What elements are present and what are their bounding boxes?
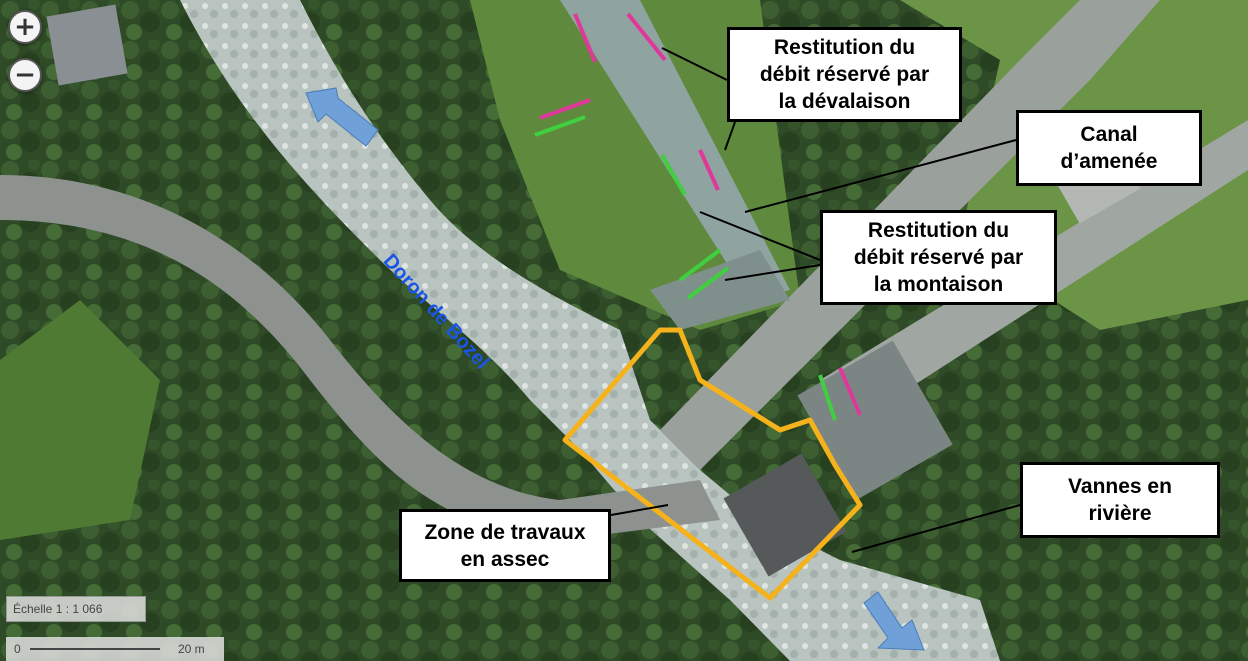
fish-arrow-green (686, 266, 730, 300)
scale-ratio: Échelle 1 : 1 066 (6, 596, 146, 622)
fish-arrow-pink (626, 12, 667, 62)
callout-line: en assec (460, 547, 550, 571)
callout-devalaison: Restitution du débit réservé par la déva… (727, 27, 962, 122)
scale-bar-end: 20 m (178, 642, 205, 656)
dam-structure (723, 453, 847, 577)
scale-bar: 0 20 m (6, 637, 224, 661)
fish-arrow-green (818, 374, 837, 421)
fish-arrow-green (660, 154, 687, 196)
callout-line: Zone de travaux (424, 520, 586, 544)
callout-line: d’amenée (1060, 150, 1158, 173)
leader-line-travaux (610, 504, 669, 516)
zoom-in-button[interactable]: + (8, 10, 42, 44)
callout-line: Vannes en (1068, 475, 1172, 498)
callout-canal: Canal d’amenée (1016, 110, 1202, 186)
fish-pass-structure (650, 250, 790, 330)
grass-area-west (0, 300, 160, 540)
fish-arrow-pink (573, 13, 597, 63)
callout-line: la montaison (873, 273, 1004, 296)
fish-arrow-pink (838, 367, 862, 416)
gates-structure (797, 340, 953, 500)
leader-line-montaison (699, 211, 821, 261)
callout-line: débit réservé par (759, 63, 930, 86)
callout-vannes: Vannes en rivière (1020, 462, 1220, 538)
zoom-out-button[interactable]: − (8, 58, 42, 92)
callout-zone-travaux: Zone de travaux en assec (399, 509, 611, 582)
fish-arrow-green (534, 115, 586, 137)
callout-line: Restitution du (773, 36, 916, 59)
scale-bar-line (30, 648, 160, 650)
callout-line: débit réservé par (853, 246, 1024, 269)
flow-arrow-upstream (863, 591, 925, 651)
leader-line-montaison (724, 264, 821, 281)
callout-line: la dévalaison (778, 90, 911, 113)
scale-bar-start: 0 (14, 642, 21, 656)
building (46, 4, 128, 86)
fish-arrow-pink (698, 149, 720, 191)
callout-line: Canal (1080, 123, 1138, 146)
callout-line: Restitution du (867, 219, 1010, 242)
callout-line: rivière (1088, 502, 1152, 525)
fish-arrow-green (678, 248, 722, 282)
leader-line-canal (744, 139, 1017, 213)
river-doron-de-bozel (180, 0, 1000, 661)
callout-montaison: Restitution du débit réservé par la mont… (820, 210, 1057, 305)
leader-line-devalaison (661, 47, 728, 81)
leader-line-vannes (851, 504, 1021, 553)
fish-arrow-pink (539, 98, 591, 120)
work-zone-outline (562, 327, 863, 601)
flow-arrow-downstream (305, 87, 379, 147)
leader-line-devalaison (724, 121, 736, 151)
